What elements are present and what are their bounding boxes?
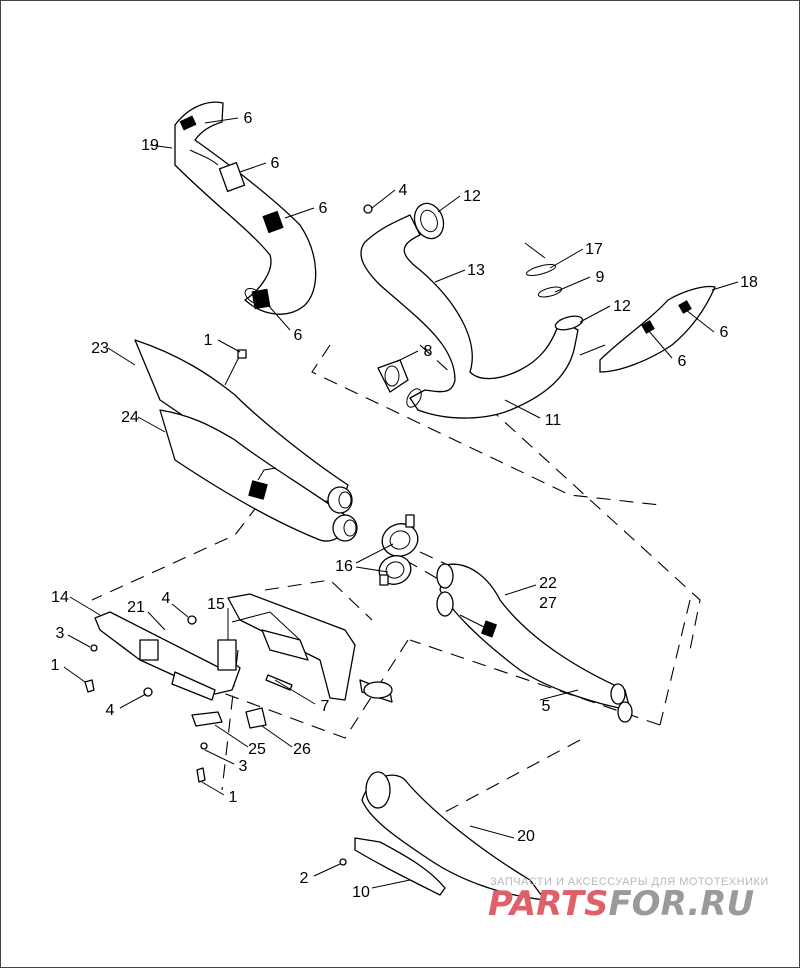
callout-25: 25 [248, 741, 266, 758]
callout-19: 19 [141, 137, 159, 154]
watermark: ЗАПЧАСТИ И АКСЕССУАРЫ ДЛЯ МОТОТЕХНИКИ PA… [488, 876, 769, 924]
callout-1: 1 [204, 332, 213, 349]
callout-10: 10 [352, 884, 370, 901]
muffler-clamps [378, 514, 419, 586]
heat-shield-clamp-icon [179, 115, 284, 310]
upper-muffler [134, 339, 358, 542]
callout-18: 18 [740, 274, 758, 291]
callout-14: 14 [51, 589, 69, 606]
callout-16: 16 [335, 558, 353, 575]
front-header-pipe [174, 101, 317, 315]
callout-7: 7 [321, 698, 330, 715]
callout-26: 26 [293, 741, 311, 758]
callout-20: 20 [517, 828, 535, 845]
callout-12: 12 [613, 298, 631, 315]
callout-8: 8 [424, 343, 433, 360]
rear-heat-shield [579, 285, 716, 373]
callout-1: 1 [51, 657, 60, 674]
lower-muffler [436, 563, 633, 723]
callout-27: 27 [539, 595, 557, 612]
mid-mount-assembly [227, 593, 393, 703]
callout-13: 13 [467, 262, 485, 279]
callout-4: 4 [162, 590, 171, 607]
mounting-bracket [84, 611, 267, 783]
watermark-brand-right: FOR.RU [608, 884, 754, 924]
callout-6: 6 [294, 327, 303, 344]
callout-4: 4 [399, 182, 408, 199]
callout-4: 4 [106, 702, 115, 719]
callout-6: 6 [678, 353, 687, 370]
callout-3: 3 [56, 625, 65, 642]
callout-1: 1 [229, 789, 238, 806]
callout-5: 5 [542, 698, 551, 715]
svg-text:PARTSFOR.RU: PARTSFOR.RU [488, 884, 754, 924]
callout-17: 17 [585, 241, 603, 258]
callout-23: 23 [91, 340, 109, 357]
callout-6: 6 [271, 155, 280, 172]
rear-header-pipes [360, 202, 584, 419]
callout-3: 3 [239, 758, 248, 775]
assembly-dashed-lines [91, 344, 701, 821]
callout-15: 15 [207, 596, 225, 613]
callout-11: 11 [545, 412, 562, 429]
callout-6: 6 [319, 200, 328, 217]
watermark-tagline: ЗАПЧАСТИ И АКСЕССУАРЫ ДЛЯ МОТОТЕХНИКИ [490, 876, 769, 888]
callout-21: 21 [127, 599, 145, 616]
callout-6: 6 [244, 110, 253, 127]
pipe-clamp [377, 359, 409, 393]
watermark-brand-left: PARTS [488, 884, 608, 924]
callout-22: 22 [539, 575, 557, 592]
tailpipe-tip [339, 771, 546, 901]
callout-6: 6 [720, 324, 729, 341]
callout-2: 2 [300, 870, 309, 887]
callout-leaders [63, 117, 739, 889]
callout-24: 24 [121, 409, 139, 426]
callout-9: 9 [596, 269, 605, 286]
callout-12: 12 [463, 188, 481, 205]
